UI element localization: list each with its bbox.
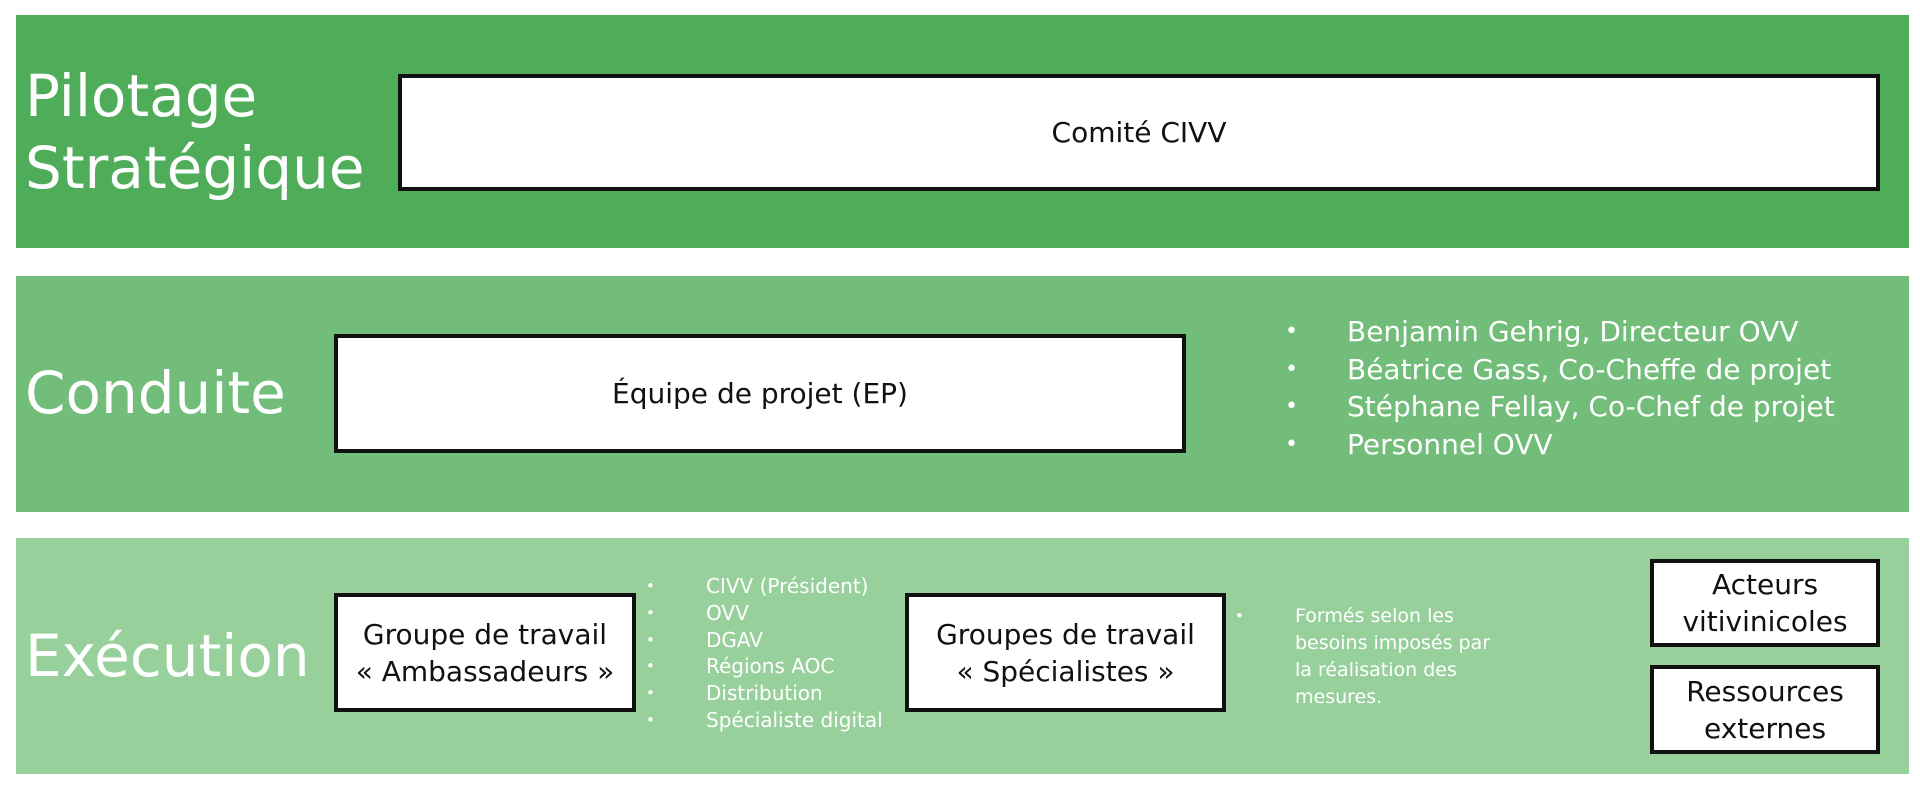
list-item: CIVV (Président)	[646, 573, 883, 600]
ressources-externes-label: Ressources externes	[1686, 674, 1844, 745]
list-item: Régions AOC	[646, 653, 883, 680]
ambassadeurs-members-list: CIVV (Président) OVV DGAV Régions AOC Di…	[646, 573, 883, 734]
list-item: Personnel OVV	[1285, 426, 1835, 464]
execution-title: Exécution	[25, 622, 310, 690]
specialistes-box: Groupes de travail « Spécialistes »	[905, 593, 1226, 712]
pilotage-title: Pilotage Stratégique	[25, 62, 365, 202]
list-item: Béatrice Gass, Co-Cheffe de projet	[1285, 351, 1835, 389]
conduite-title: Conduite	[25, 359, 286, 427]
equipe-projet-box: Équipe de projet (EP)	[334, 334, 1186, 453]
specialistes-note-list: Formés selon les besoins imposés par la …	[1235, 603, 1490, 711]
list-item: Formés selon les besoins imposés par la …	[1235, 603, 1490, 711]
acteurs-vitivinicoles-label: Acteurs vitivinicoles	[1682, 568, 1848, 638]
list-item: DGAV	[646, 627, 883, 654]
ambassadeurs-label: Groupe de travail « Ambassadeurs »	[355, 617, 615, 688]
acteurs-vitivinicoles-box: Acteurs vitivinicoles	[1650, 559, 1880, 647]
list-item: Stéphane Fellay, Co-Chef de projet	[1285, 388, 1835, 426]
conduite-members-list: Benjamin Gehrig, Directeur OVV Béatrice …	[1285, 313, 1835, 464]
list-item: Benjamin Gehrig, Directeur OVV	[1285, 313, 1835, 351]
comite-civv-box: Comité CIVV	[398, 74, 1880, 191]
specialistes-label: Groupes de travail « Spécialistes »	[936, 617, 1195, 688]
ambassadeurs-box: Groupe de travail « Ambassadeurs »	[334, 593, 636, 712]
comite-civv-label: Comité CIVV	[1051, 116, 1227, 149]
list-item: OVV	[646, 600, 883, 627]
equipe-projet-label: Équipe de projet (EP)	[612, 377, 908, 410]
ressources-externes-box: Ressources externes	[1650, 665, 1880, 754]
list-item: Spécialiste digital	[646, 707, 883, 734]
list-item: Distribution	[646, 680, 883, 707]
